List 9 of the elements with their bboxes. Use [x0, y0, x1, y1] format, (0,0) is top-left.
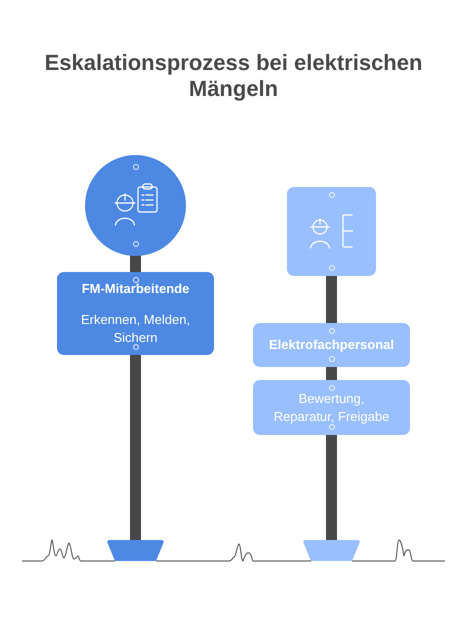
square-sign: [287, 187, 376, 276]
sign-text: Bewertung, Reparatur, Freigabe: [273, 390, 390, 426]
sign-heading: Elektrofachpersonal: [268, 336, 394, 354]
sign-text: Erkennen, Melden, Sichern: [80, 311, 191, 347]
title: Eskalationsprozess bei elektrischen Mängeln: [44, 50, 423, 102]
sign-heading: FM-Mitarbeitende: [81, 280, 190, 298]
sign-board: [57, 272, 214, 355]
sign-board: [253, 380, 410, 435]
sign-board: [253, 323, 410, 367]
